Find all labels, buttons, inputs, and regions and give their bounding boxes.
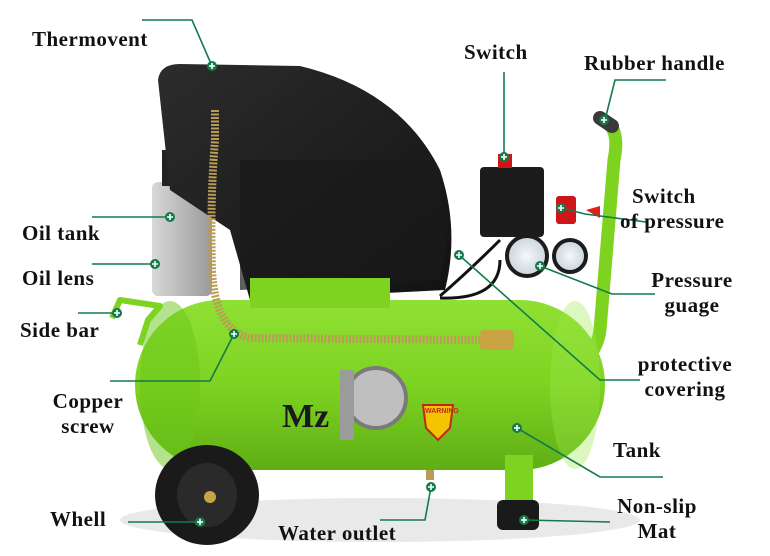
label-switch-of-pressure: Switch of pressure — [620, 184, 725, 233]
side-bar-shape — [109, 297, 163, 346]
drain-valve — [426, 470, 434, 480]
check-valve — [480, 330, 514, 350]
label-copper-screw: Copper screw — [52, 389, 124, 438]
motor-mount-plate — [250, 278, 390, 308]
label-protective-covering: protective covering — [637, 352, 733, 401]
brand-mark: Mz — [282, 398, 330, 435]
label-rubber-handle: Rubber handle — [584, 51, 725, 75]
label-whell: Whell — [50, 507, 107, 531]
label-side-bar: Side bar — [20, 318, 100, 342]
pressure-gauge-2 — [552, 238, 588, 274]
logo-globe — [344, 366, 408, 430]
label-thermovent: Thermovent — [32, 27, 148, 51]
label-tank: Tank — [613, 438, 661, 462]
warning-badge-shape — [421, 404, 455, 442]
callout-markers — [112, 61, 609, 527]
breather-cap — [162, 150, 172, 186]
label-oil-tank: Oil tank — [22, 221, 101, 245]
label-oil-lens: Oil lens — [22, 266, 95, 290]
label-switch: Switch — [464, 40, 528, 64]
logo-b-stem — [340, 370, 354, 440]
label-water-outlet: Water outlet — [278, 521, 397, 545]
oil-tank-shape — [152, 182, 212, 296]
non-slip-mat-shape — [497, 500, 539, 530]
warning-badge-text: WARNING — [425, 408, 459, 415]
leader-lines — [78, 19, 666, 523]
pressure-switch-box — [480, 167, 544, 237]
label-non-slip-mat: Non-slip Mat — [617, 494, 697, 543]
label-pressure-guage: Pressure guage — [651, 268, 733, 317]
